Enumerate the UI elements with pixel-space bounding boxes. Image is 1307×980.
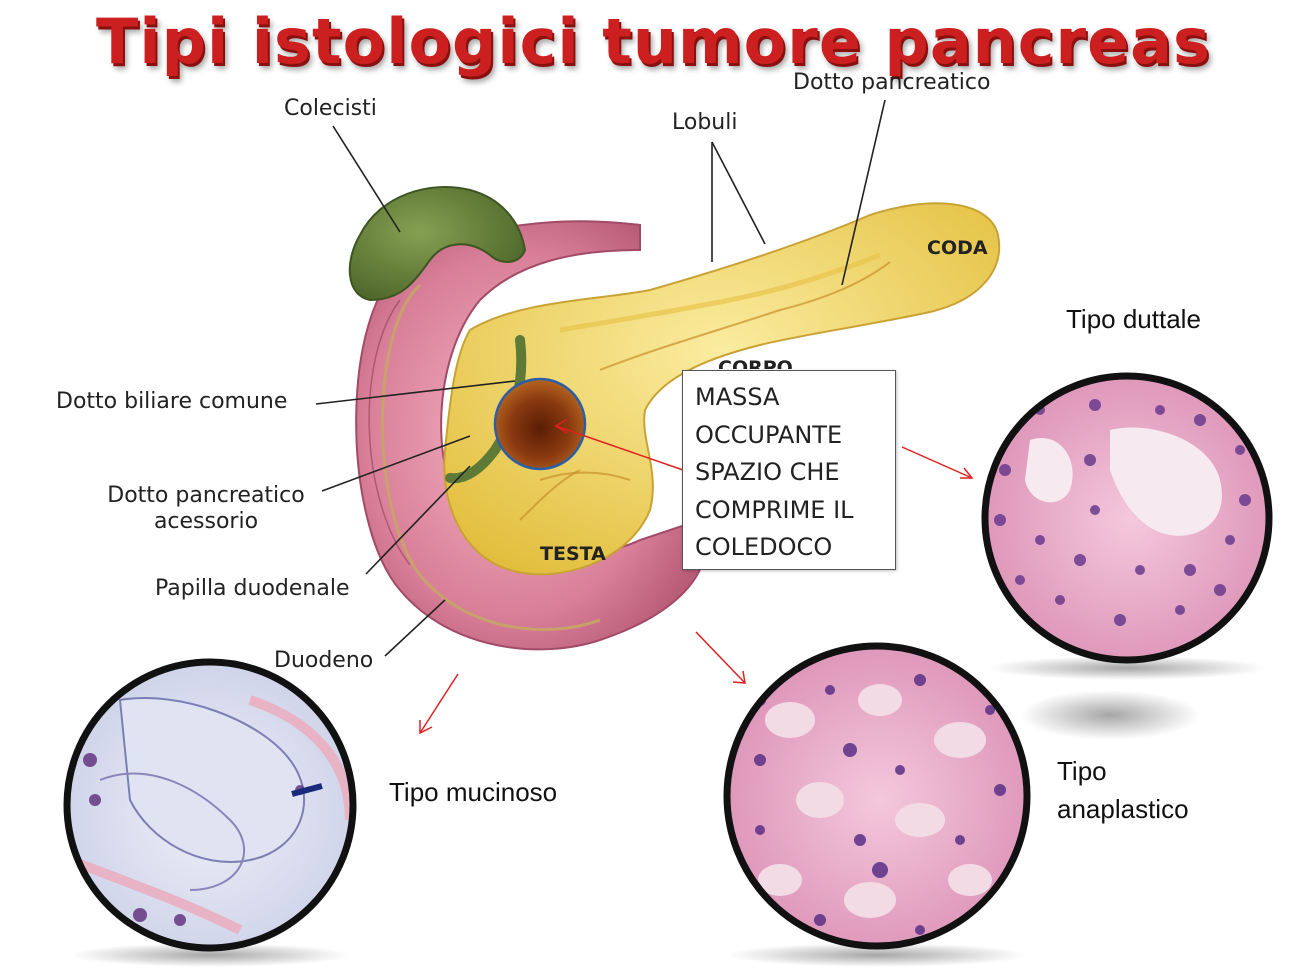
histology-ductal-image <box>981 372 1273 680</box>
label-dotto-pancreatico: Dotto pancreatico <box>793 70 991 95</box>
label-tipo-duttale: Tipo duttale <box>1066 304 1201 334</box>
callout-line: COMPRIME IL <box>695 495 854 524</box>
leader-lines <box>315 99 886 657</box>
gallbladder-shape <box>348 186 527 484</box>
callout-line: OCCUPANTE <box>695 420 843 449</box>
label-coda: CODA <box>927 237 988 259</box>
label-papilla-duodenale: Papilla duodenale <box>155 576 350 601</box>
histology-anaplastic-image <box>723 642 1200 967</box>
histology-mucinous-image <box>63 658 357 967</box>
page-title: Tipi istologici tumore pancreas <box>96 5 1211 78</box>
callout-line: SPAZIO CHE <box>695 458 840 486</box>
label-lobuli: Lobuli <box>672 110 738 135</box>
label-tipo-anaplastico: Tipo anaplastico <box>1057 752 1189 828</box>
label-testa: TESTA <box>540 543 606 565</box>
label-corpo: CORPO <box>718 357 793 369</box>
red-arrows <box>419 419 974 735</box>
label-dotto-pancreatico-accessorio-line2: acessorio <box>153 509 259 534</box>
tumor-mass <box>493 377 587 471</box>
label-tipo-mucinoso: Tipo mucinoso <box>389 777 558 807</box>
label-dotto-pancreatico-accessorio: Dotto pancreatico acessorio <box>92 483 320 535</box>
callout-line: COLEDOCO <box>695 533 833 561</box>
label-tipo-anaplastico-line2: anaplastico <box>1057 794 1189 824</box>
label-tipo-anaplastico-line1: Tipo <box>1057 756 1107 786</box>
label-colecisti: Colecisti <box>284 96 377 121</box>
callout-line: MASSA <box>695 383 780 411</box>
tumor-callout-box: MASSA OCCUPANTE SPAZIO CHE COMPRIME IL C… <box>682 370 896 570</box>
pancreas-shape <box>443 202 1001 576</box>
label-duodeno: Duodeno <box>274 648 374 673</box>
label-dotto-pancreatico-accessorio-line1: Dotto pancreatico <box>107 483 305 508</box>
label-dotto-biliare-comune: Dotto biliare comune <box>56 389 288 414</box>
